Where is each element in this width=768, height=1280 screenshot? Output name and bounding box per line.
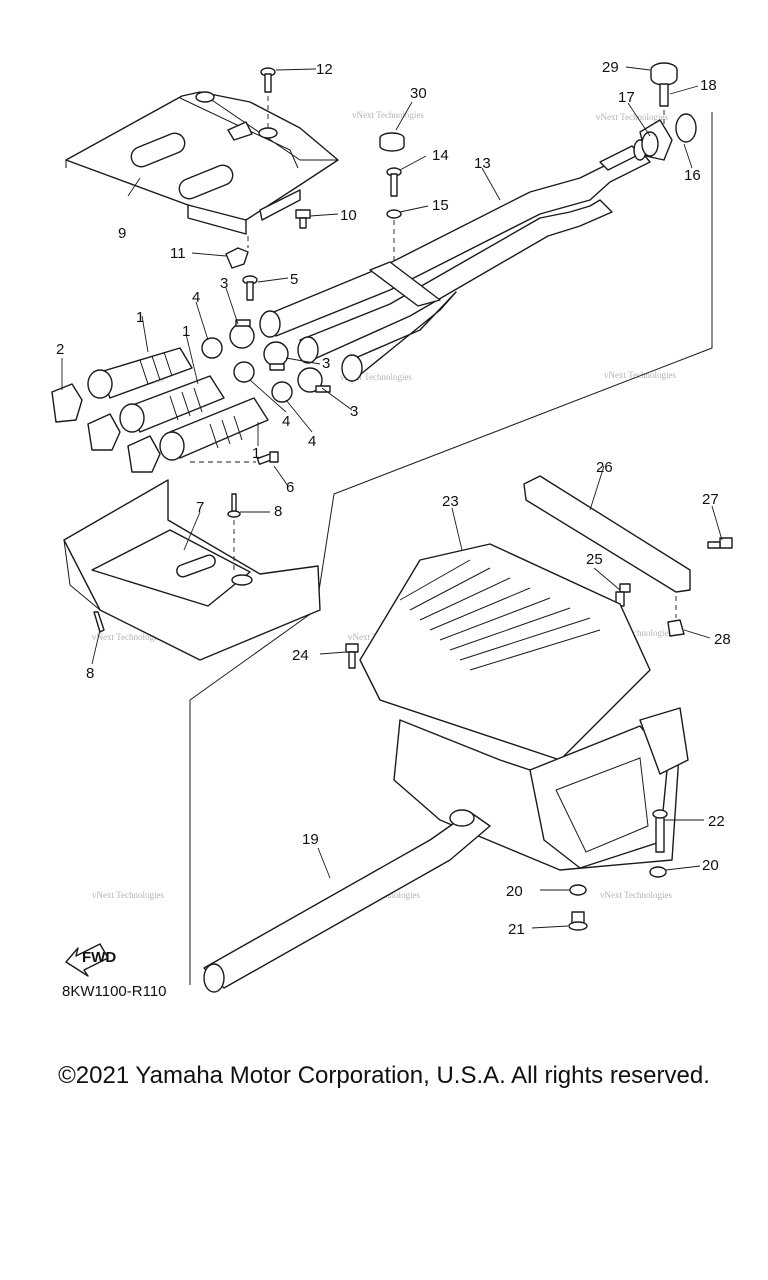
callout-numbers: 12 30 14 15 13 10 9 11 5 29 18 17 16 2 1… xyxy=(56,59,731,938)
callout-23: 23 xyxy=(442,493,459,510)
exhaust-gaskets xyxy=(51,383,161,473)
callout-6: 6 xyxy=(286,479,294,496)
callout-30: 30 xyxy=(410,85,427,102)
tail-pipe xyxy=(203,809,491,993)
callout-14: 14 xyxy=(432,147,449,164)
shield-top-bolt xyxy=(260,67,276,93)
shield-mount-bolt xyxy=(345,643,359,669)
callout-leaders xyxy=(61,66,723,929)
callout-9: 9 xyxy=(118,225,126,242)
callout-26: 26 xyxy=(596,459,613,476)
exhaust-parts-diagram: vNext Technologies vNext Technologies vN… xyxy=(51,59,733,1000)
diagram-code: 8KW1100-R110 xyxy=(62,983,167,1000)
callout-8b: 8 xyxy=(86,665,94,682)
pipe-washer xyxy=(386,209,402,219)
callout-20b: 20 xyxy=(506,883,523,900)
callout-4c: 4 xyxy=(308,433,316,450)
watermark: vNext Technologies xyxy=(600,890,672,900)
callout-3a: 3 xyxy=(220,275,228,292)
bracket-nut xyxy=(667,619,685,637)
callout-24: 24 xyxy=(292,647,309,664)
callout-13: 13 xyxy=(474,155,491,172)
callout-1c: 1 xyxy=(252,445,260,462)
rubber-cap xyxy=(379,132,405,152)
callout-27: 27 xyxy=(702,491,719,508)
shield-bracket xyxy=(225,247,249,269)
callout-10: 10 xyxy=(340,207,357,224)
callout-17: 17 xyxy=(618,89,635,106)
callout-5: 5 xyxy=(290,271,298,288)
callout-21: 21 xyxy=(508,921,525,938)
fwd-arrow: FWD xyxy=(65,943,116,977)
clamp-bolt xyxy=(242,275,258,301)
callout-3c: 3 xyxy=(350,403,358,420)
exhaust-headers xyxy=(87,347,269,461)
callout-29: 29 xyxy=(602,59,619,76)
callout-1b: 1 xyxy=(182,323,190,340)
bracket-bolt xyxy=(707,537,733,549)
callout-8a: 8 xyxy=(274,503,282,520)
watermark: vNext Technologies xyxy=(596,112,668,122)
muffler xyxy=(393,707,689,871)
callout-20a: 20 xyxy=(702,857,719,874)
muffler-mount-parts xyxy=(568,809,668,931)
watermark: vNext Technologies xyxy=(604,370,676,380)
callout-28: 28 xyxy=(714,631,731,648)
header-bolt xyxy=(256,451,279,465)
upper-heat-shield xyxy=(65,91,339,235)
watermark: vNext Technologies xyxy=(600,628,672,638)
pipe-hanger-parts xyxy=(639,62,697,161)
watermark: vNext Technologies xyxy=(352,110,424,120)
callout-19: 19 xyxy=(302,831,319,848)
watermark: vNext Technologies xyxy=(340,372,412,382)
watermark: vNext Technologies xyxy=(92,632,164,642)
callout-12: 12 xyxy=(316,61,333,78)
callout-3b: 3 xyxy=(322,355,330,372)
watermark: vNext Technologies xyxy=(92,890,164,900)
callout-16: 16 xyxy=(684,167,701,184)
callout-4a: 4 xyxy=(192,289,200,306)
shield-bolt xyxy=(295,209,311,229)
callout-7: 7 xyxy=(196,499,204,516)
fwd-label: FWD xyxy=(82,949,116,966)
callout-18: 18 xyxy=(700,77,717,94)
lower-heat-shield xyxy=(63,479,321,661)
callout-11: 11 xyxy=(170,245,186,262)
copyright-notice: ©2021 Yamaha Motor Corporation, U.S.A. A… xyxy=(58,1062,710,1089)
group-outline-upper xyxy=(189,112,713,701)
exhaust-y-pipe xyxy=(259,139,651,382)
callout-2: 2 xyxy=(56,341,64,358)
callout-15: 15 xyxy=(432,197,449,214)
ring-gaskets xyxy=(201,337,293,403)
muffler-heat-shield xyxy=(359,543,651,761)
callout-25: 25 xyxy=(586,551,603,568)
rivets xyxy=(93,493,241,633)
callout-1a: 1 xyxy=(136,309,144,326)
callout-22: 22 xyxy=(708,813,725,830)
callout-4b: 4 xyxy=(282,413,290,430)
muffler-bracket xyxy=(523,475,691,593)
pipe-bolt xyxy=(386,167,402,197)
